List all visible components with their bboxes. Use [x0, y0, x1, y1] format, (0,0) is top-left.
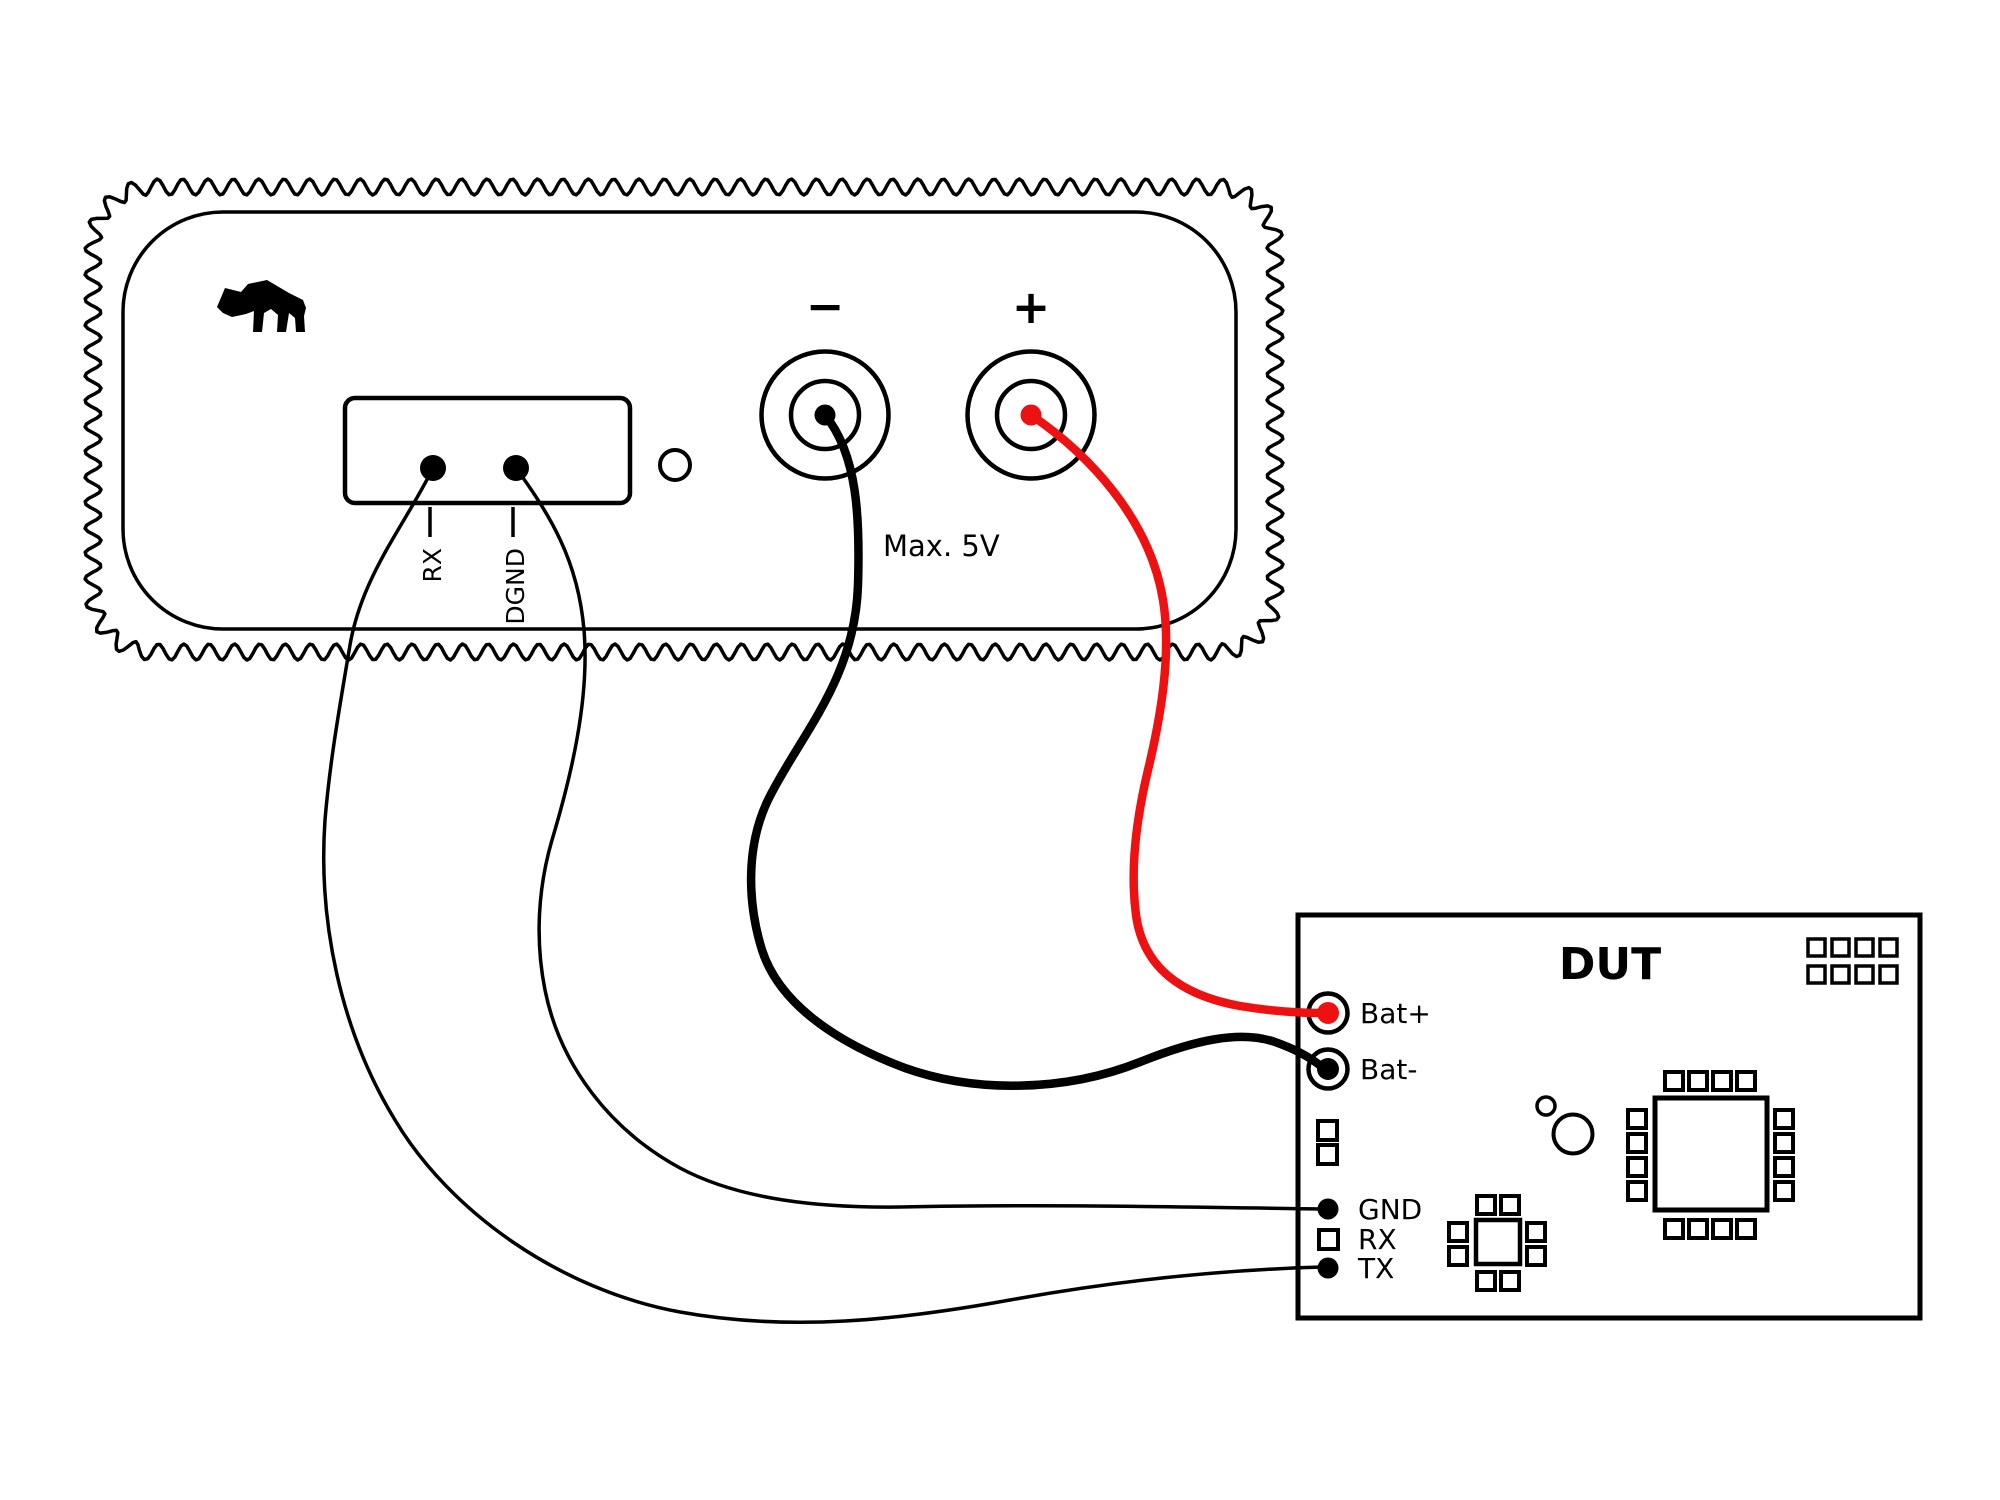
rx-label: RX	[1358, 1223, 1397, 1256]
positive-terminal-label: +	[1012, 280, 1051, 334]
gnd-label: GND	[1358, 1193, 1422, 1226]
negative-terminal-label: −	[806, 279, 845, 333]
wires	[321, 410, 1327, 1325]
contact-dots	[420, 404, 1339, 1279]
tx-pin	[1317, 1257, 1339, 1279]
uart-rx-label: RX	[418, 548, 447, 583]
gnd-pin	[1317, 1198, 1339, 1220]
bat-plus-label: Bat+	[1360, 997, 1431, 1030]
tx-label: TX	[1357, 1252, 1394, 1285]
large-ic	[1626, 1070, 1795, 1240]
power-supply-face	[121, 210, 1238, 631]
uart-rx-pin	[420, 455, 446, 481]
voltage-note: Max. 5V	[883, 529, 1000, 563]
negative-terminal-contact	[814, 404, 836, 426]
power-supply: RX DGND − + Max. 5V	[83, 177, 1285, 662]
wire-rx-to-tx	[321, 466, 1324, 1325]
dut-title: DUT	[1559, 939, 1661, 990]
negative-terminal-inner-ring	[788, 378, 862, 452]
positive-terminal-outer-ring	[965, 349, 1097, 481]
uart-dgnd-pin	[503, 455, 529, 481]
negative-terminal-outer-ring	[759, 349, 891, 481]
power-supply-wavy-outline	[83, 177, 1285, 662]
round-button[interactable]	[658, 448, 692, 482]
bat-minus-label: Bat-	[1360, 1053, 1417, 1086]
gorilla-icon	[217, 280, 306, 332]
pad-grid-top-right	[1806, 937, 1899, 985]
test-point-large	[1551, 1112, 1595, 1156]
positive-terminal-contact	[1020, 404, 1042, 426]
bat-minus-contact	[1317, 1058, 1339, 1080]
pad-pair-left	[1316, 1119, 1339, 1166]
small-ic	[1447, 1194, 1547, 1292]
rx-pad	[1317, 1228, 1340, 1251]
test-point-small	[1535, 1095, 1557, 1117]
uart-connector	[342, 395, 633, 506]
dut-board: DUT Bat+ Bat- GND RX TX	[1295, 912, 1923, 1321]
wire-negative	[746, 410, 1327, 1090]
positive-terminal-inner-ring	[994, 378, 1068, 452]
uart-dgnd-label: DGND	[501, 548, 530, 625]
bat-plus-contact	[1317, 1002, 1339, 1024]
wire-dgnd-to-gnd	[514, 466, 1326, 1211]
wire-positive	[1026, 410, 1327, 1018]
